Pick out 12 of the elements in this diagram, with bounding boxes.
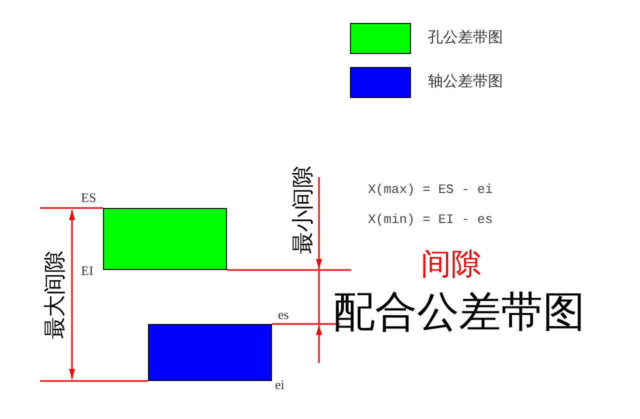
legend-label: 轴公差带图	[428, 75, 503, 90]
diagram-title: 配合公差带图	[333, 292, 585, 334]
limit-label: ei	[275, 378, 284, 391]
legend-label: 孔公差带图	[428, 31, 503, 46]
formula-text: X(max) = ES - ei	[368, 183, 493, 196]
dimension-label: 最小间隙	[292, 166, 314, 254]
limit-label: EI	[81, 264, 94, 277]
dimension-label: 最大间隙	[44, 251, 66, 339]
fit-type-label: 间隙	[421, 250, 481, 280]
limit-label: ES	[81, 191, 96, 204]
formula-text: X(min) = EI - es	[368, 213, 493, 226]
limit-label: es	[278, 308, 289, 321]
